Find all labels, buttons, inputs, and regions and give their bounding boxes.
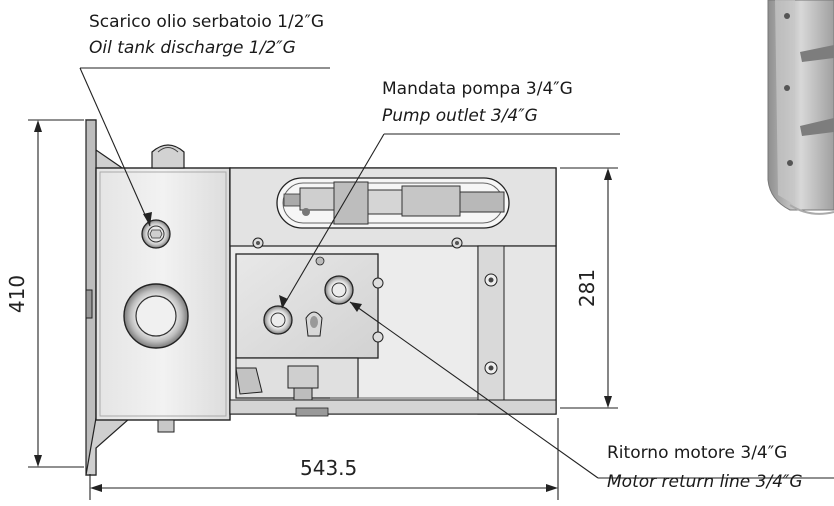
leader-lines [79,67,834,479]
arrowheads [143,212,362,312]
dimension-width-total: 543.5 [300,456,358,480]
label-tank-discharge-it: Scarico olio serbatoio 1/2″G [89,12,325,32]
label-tank-discharge-en: Oil tank discharge 1/2″G [89,38,296,58]
oil-tank [95,144,231,433]
dimension-height-block: 281 [575,268,600,308]
label-pump-outlet-it: Mandata pompa 3/4″G [382,79,573,99]
dimension-arrows [34,120,612,492]
dimension-height-total: 410 [5,274,30,314]
left-bracket [85,119,132,476]
pump-housing [229,167,557,417]
bracket-photo [767,0,834,215]
dimension-lines [28,119,618,500]
label-motor-return-it: Ritorno motore 3/4″G [607,443,788,463]
label-motor-return-en: Motor return line 3/4″G [607,472,803,492]
label-pump-outlet-en: Pump outlet 3/4″G [382,106,538,126]
